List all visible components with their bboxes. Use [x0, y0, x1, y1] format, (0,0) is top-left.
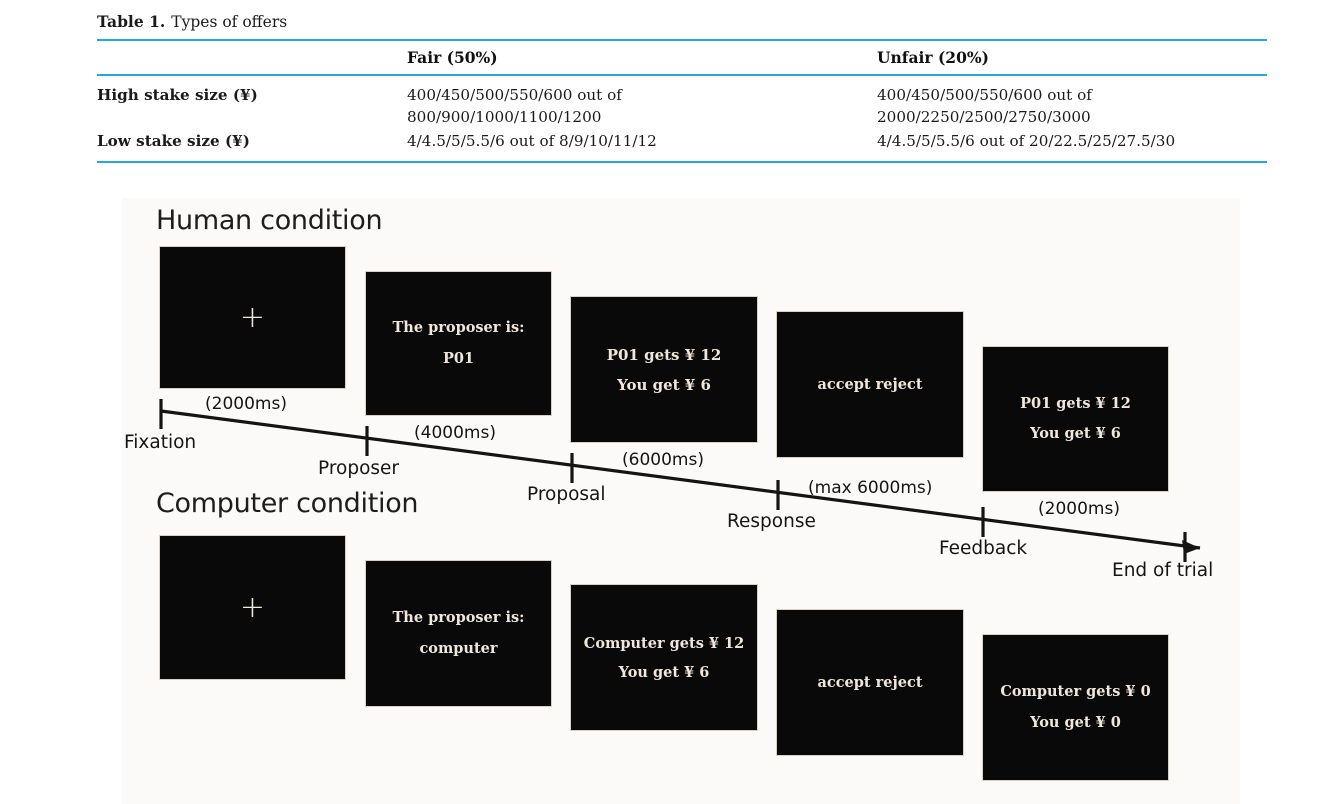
- row-header-low-stake: Low stake size (¥): [97, 128, 407, 163]
- cell-line: 2000/2250/2500/2750/3000: [877, 107, 1091, 126]
- human-fixation-screen: +: [159, 246, 346, 389]
- cell-high-fair: 400/450/500/550/600 out of 800/900/1000/…: [407, 75, 877, 128]
- cell-line: 4/4.5/5/5.5/6 out of 8/9/10/11/12: [407, 132, 657, 151]
- screen-line: You get ¥ 0: [1030, 713, 1121, 731]
- human-proposer-screen: The proposer is: P01: [365, 271, 552, 416]
- offers-table-block: Table 1. Types of offers Fair (50%) Unfai…: [97, 12, 1267, 163]
- screen-line: The proposer is:: [392, 319, 525, 337]
- human-proposer-duration: (4000ms): [414, 423, 496, 443]
- screen-line: You get ¥ 6: [617, 375, 711, 394]
- cell-high-unfair: 400/450/500/550/600 out of 2000/2250/250…: [877, 75, 1267, 128]
- timeline-label-response: Response: [727, 511, 816, 532]
- screen-line: You get ¥ 6: [1030, 425, 1121, 442]
- screen-line: P01 gets ¥ 12: [1020, 394, 1131, 412]
- screen-line: You get ¥ 6: [618, 663, 710, 681]
- screen-line: accept reject: [817, 674, 923, 691]
- offers-table: Fair (50%) Unfair (20%) High stake size …: [97, 39, 1267, 163]
- screen-line: P01 gets ¥ 12: [606, 345, 722, 364]
- cell-low-unfair: 4/4.5/5/5.5/6 out of 20/22.5/25/27.5/30: [877, 128, 1267, 163]
- cell-line: 400/450/500/550/600 out of: [877, 86, 1092, 104]
- cell-line: 4/4.5/5/5.5/6 out of 20/22.5/25/27.5/30: [877, 132, 1176, 151]
- cell-low-fair: 4/4.5/5/5.5/6 out of 8/9/10/11/12: [407, 128, 877, 163]
- column-header-blank: [97, 39, 407, 76]
- screen-line: Computer gets ¥ 12: [583, 634, 745, 652]
- timeline-label-proposal: Proposal: [527, 484, 606, 505]
- computer-condition-title: Computer condition: [156, 488, 419, 519]
- screen-line: P01: [442, 349, 475, 367]
- table-caption: Table 1. Types of offers: [97, 12, 1267, 31]
- cell-line: 400/450/500/550/600 out of: [407, 86, 622, 104]
- computer-fixation-screen: +: [159, 535, 346, 680]
- table-row-high-stake: High stake size (¥) 400/450/500/550/600 …: [97, 75, 1267, 128]
- timeline-label-fixation: Fixation: [124, 432, 197, 453]
- computer-proposer-screen: The proposer is: computer: [365, 560, 552, 707]
- computer-feedback-screen: Computer gets ¥ 0 You get ¥ 0: [982, 634, 1169, 781]
- screen-line: The proposer is:: [392, 609, 525, 627]
- human-response-screen: accept reject: [776, 311, 964, 458]
- human-response-duration: (max 6000ms): [808, 478, 933, 498]
- timeline-label-proposer: Proposer: [318, 458, 400, 479]
- table-caption-label: Table 1.: [97, 12, 166, 31]
- screen-line: accept reject: [817, 376, 923, 393]
- fixation-cross-icon: +: [239, 299, 266, 335]
- timeline-arrowhead: [1182, 540, 1200, 554]
- row-header-high-stake: High stake size (¥): [97, 86, 258, 104]
- table-header-row: Fair (50%) Unfair (20%): [97, 39, 1267, 76]
- human-proposal-duration: (6000ms): [622, 450, 704, 470]
- human-fixation-duration: (2000ms): [205, 394, 287, 414]
- timeline-label-end-of-trial: End of trial: [1112, 560, 1214, 581]
- human-condition-title: Human condition: [156, 205, 383, 236]
- fixation-cross-icon: +: [239, 589, 266, 625]
- human-feedback-duration: (2000ms): [1038, 499, 1120, 519]
- human-proposal-screen: P01 gets ¥ 12 You get ¥ 6: [570, 296, 758, 443]
- cell-line: 800/900/1000/1100/1200: [407, 107, 602, 126]
- timeline-label-feedback: Feedback: [939, 538, 1028, 559]
- screen-line: computer: [419, 639, 498, 657]
- column-header-fair: Fair (50%): [407, 39, 877, 76]
- screen-line: Computer gets ¥ 0: [1000, 683, 1151, 701]
- table-caption-text: Types of offers: [171, 13, 288, 31]
- task-procedure-figure: Human condition + (2000ms) The proposer …: [122, 198, 1240, 804]
- computer-response-screen: accept reject: [776, 609, 964, 756]
- column-header-unfair: Unfair (20%): [877, 39, 1267, 76]
- computer-proposal-screen: Computer gets ¥ 12 You get ¥ 6: [570, 584, 758, 731]
- table-row-low-stake: Low stake size (¥) 4/4.5/5/5.5/6 out of …: [97, 128, 1267, 163]
- human-feedback-screen: P01 gets ¥ 12 You get ¥ 6: [982, 346, 1169, 492]
